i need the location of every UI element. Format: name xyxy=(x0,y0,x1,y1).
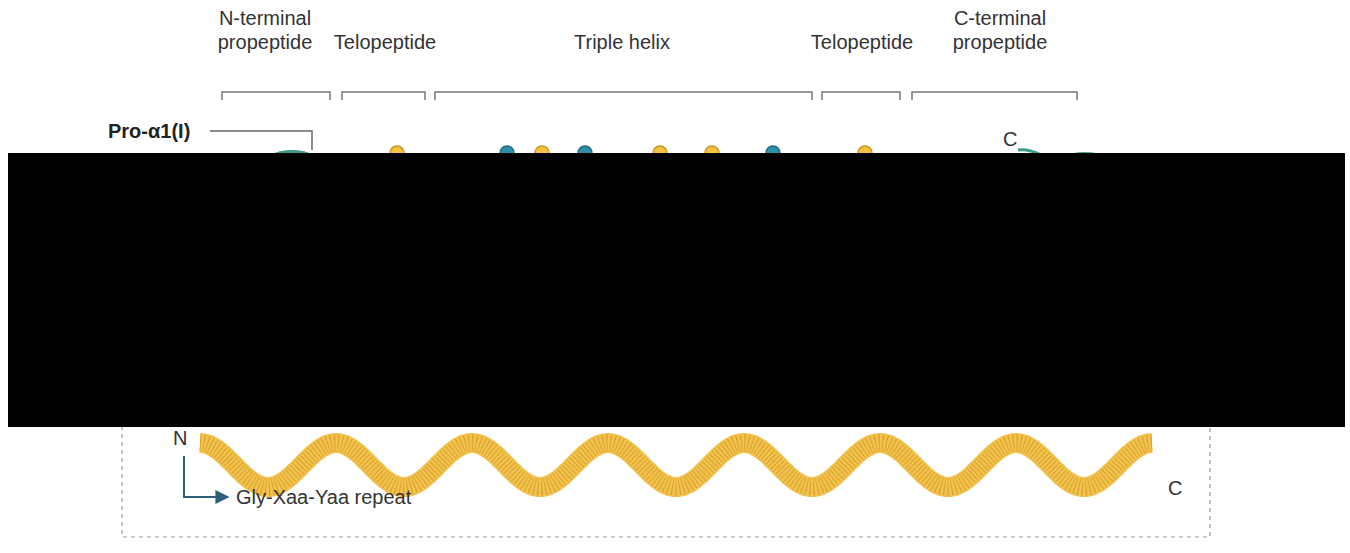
redaction-block xyxy=(8,153,1345,427)
region-brackets xyxy=(222,92,1077,100)
terminus-label: C xyxy=(1003,127,1017,151)
ribbon-hatching xyxy=(200,443,1152,487)
ribbon-body xyxy=(200,443,1152,487)
region-label: Telopeptide xyxy=(334,30,436,54)
pointer-arrow xyxy=(184,456,228,497)
terminus-label: N xyxy=(173,426,187,450)
terminus-label: C xyxy=(1168,476,1182,500)
region-label: Telopeptide xyxy=(811,30,913,54)
helix-ribbon xyxy=(200,443,1152,487)
region-label: N-terminal propeptide xyxy=(200,6,330,54)
repeat-label: Gly-Xaa-Yaa repeat xyxy=(236,485,411,509)
leader-line xyxy=(210,131,312,150)
chain-label: Pro-α1(I) xyxy=(108,119,190,143)
region-label: C-terminal propeptide xyxy=(935,6,1065,54)
region-label: Triple helix xyxy=(574,30,670,54)
